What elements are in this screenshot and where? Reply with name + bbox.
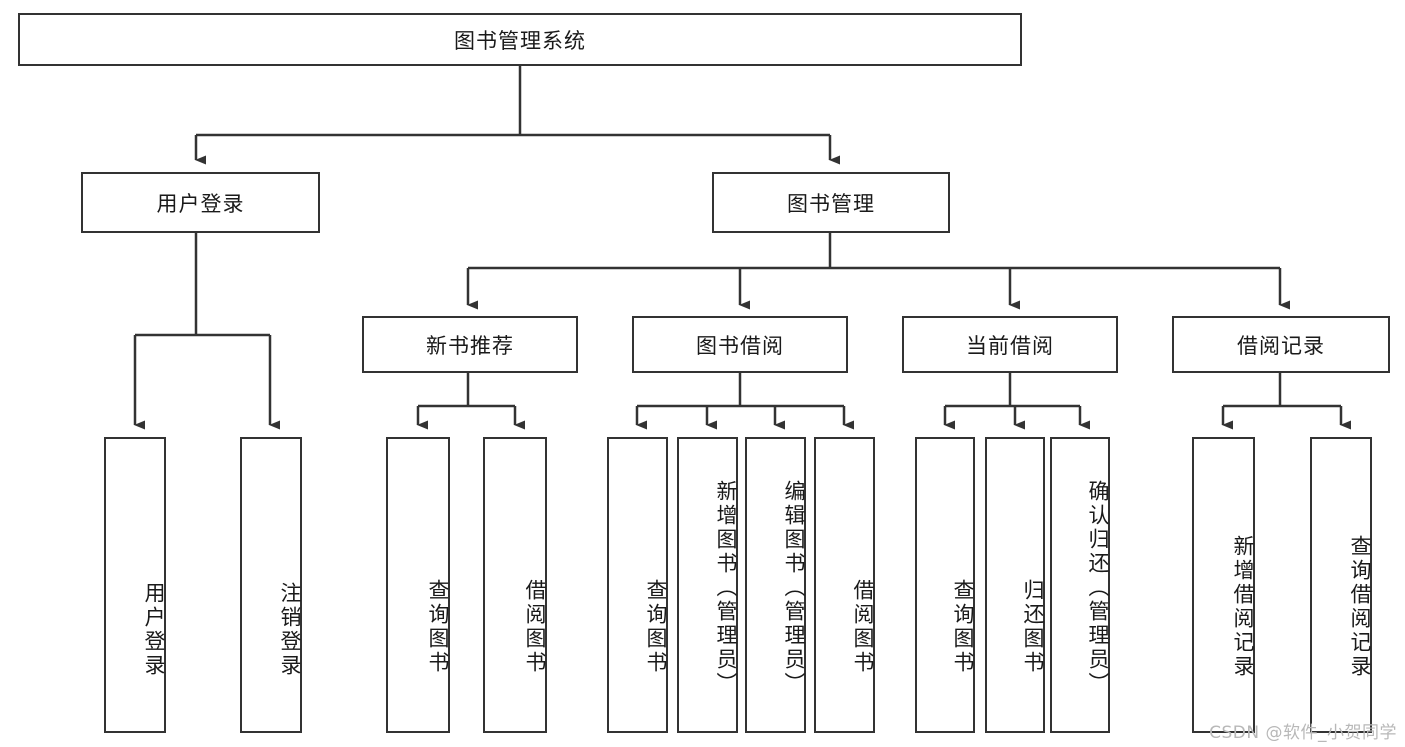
- node-label: 借阅记录: [1237, 333, 1325, 358]
- node-label: 图书管理: [787, 191, 875, 216]
- node-label: 查询借阅记录: [1348, 535, 1372, 679]
- node-label: 借阅图书: [523, 579, 547, 675]
- node-label: 查询图书: [644, 579, 668, 675]
- leaf-current-borrow-confirm-return-admin[interactable]: 确认归还（管理员）: [1050, 437, 1110, 733]
- leaf-book-borrow-borrow-book[interactable]: 借阅图书: [814, 437, 875, 733]
- leaf-current-borrow-query-book[interactable]: 查询图书: [915, 437, 975, 733]
- node-user-login[interactable]: 用户登录: [81, 172, 320, 233]
- leaf-user-login-logout[interactable]: 注销登录: [240, 437, 302, 733]
- node-label: 新书推荐: [426, 333, 514, 358]
- leaf-book-borrow-query-book[interactable]: 查询图书: [607, 437, 668, 733]
- leaf-current-borrow-return-book[interactable]: 归还图书: [985, 437, 1045, 733]
- node-label: 注销登录: [278, 582, 302, 678]
- node-label: 用户登录: [142, 582, 166, 678]
- node-label: 图书借阅: [696, 333, 784, 358]
- node-label: 借阅图书: [851, 579, 875, 675]
- leaf-new-book-borrow-book[interactable]: 借阅图书: [483, 437, 547, 733]
- node-borrow-record[interactable]: 借阅记录: [1172, 316, 1390, 373]
- node-label: 查询图书: [951, 579, 975, 675]
- watermark: CSDN @软件_小贺同学: [1209, 723, 1397, 743]
- node-label: 新增图书（管理员）: [714, 480, 738, 696]
- node-label: 用户登录: [156, 191, 245, 216]
- node-label: 编辑图书（管理员）: [782, 480, 806, 696]
- leaf-borrow-record-query-record[interactable]: 查询借阅记录: [1310, 437, 1372, 733]
- node-label: 新增借阅记录: [1231, 535, 1255, 679]
- leaf-user-login-login[interactable]: 用户登录: [104, 437, 166, 733]
- leaf-book-borrow-add-book-admin[interactable]: 新增图书（管理员）: [677, 437, 738, 733]
- node-root-book-management-system[interactable]: 图书管理系统: [18, 13, 1022, 66]
- leaf-borrow-record-add-record[interactable]: 新增借阅记录: [1192, 437, 1255, 733]
- node-new-book-recommend[interactable]: 新书推荐: [362, 316, 578, 373]
- node-label: 归还图书: [1021, 579, 1045, 675]
- node-book-borrow[interactable]: 图书借阅: [632, 316, 848, 373]
- leaf-new-book-query-book[interactable]: 查询图书: [386, 437, 450, 733]
- node-label: 图书管理系统: [454, 28, 586, 53]
- leaf-book-borrow-edit-book-admin[interactable]: 编辑图书（管理员）: [745, 437, 806, 733]
- node-current-borrow[interactable]: 当前借阅: [902, 316, 1118, 373]
- node-book-management[interactable]: 图书管理: [712, 172, 950, 233]
- node-label: 查询图书: [426, 579, 450, 675]
- node-label: 确认归还（管理员）: [1086, 480, 1110, 696]
- node-label: 当前借阅: [966, 333, 1054, 358]
